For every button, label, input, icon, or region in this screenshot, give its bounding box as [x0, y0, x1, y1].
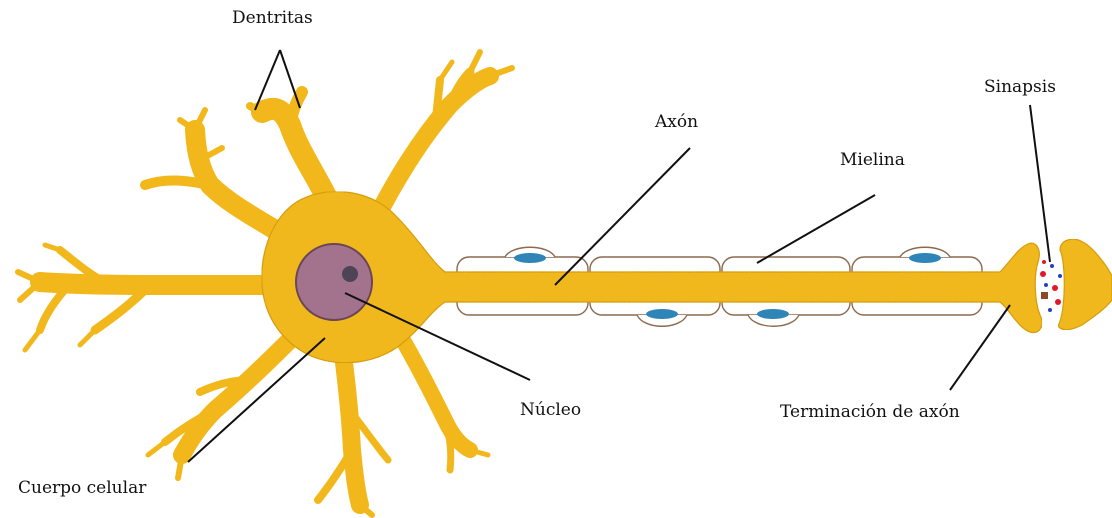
label-mielina: Mielina: [840, 150, 905, 170]
label-cuerpo-celular: Cuerpo celular: [18, 478, 146, 498]
label-dentritas: Dentritas: [232, 8, 313, 28]
cell-body: [262, 192, 1042, 363]
synaptic-vesicles: [1040, 260, 1062, 312]
nucleus: [296, 244, 372, 320]
postsynaptic-terminal: [1058, 239, 1112, 330]
label-terminacion: Terminación de axón: [780, 402, 960, 422]
label-axon: Axón: [655, 112, 698, 132]
label-sinapsis: Sinapsis: [984, 77, 1056, 97]
label-nucleo: Núcleo: [520, 400, 581, 420]
